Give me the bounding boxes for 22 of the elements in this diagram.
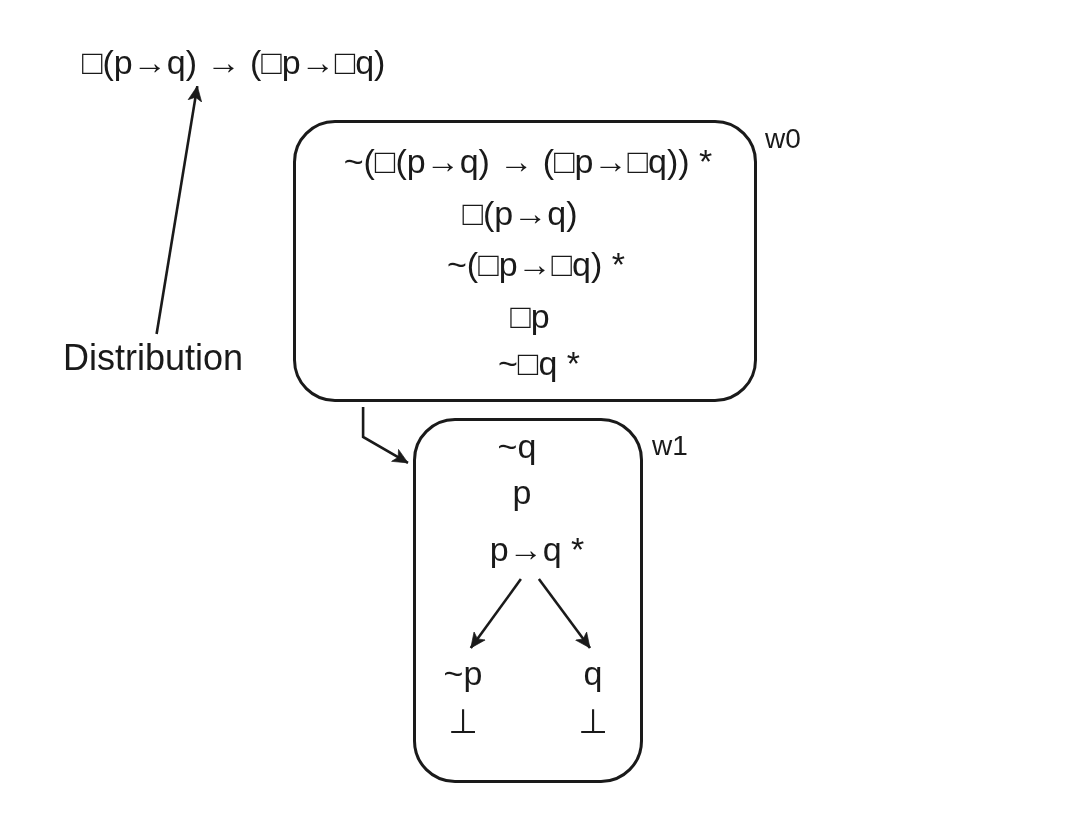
formula-line: ~q — [497, 427, 537, 467]
formula-line: p — [512, 473, 532, 513]
formula-line: □p — [510, 297, 550, 337]
world-box — [293, 120, 757, 402]
formula-line: ~□q * — [498, 344, 580, 384]
formula-line: ~(□p→□q) * — [446, 245, 626, 285]
rule-label: Distribution — [63, 337, 244, 379]
arrow — [469, 578, 522, 649]
contradiction-mark: ⊥ — [448, 702, 478, 742]
arrow — [155, 85, 202, 335]
contradiction-mark: ⊥ — [578, 702, 608, 742]
arrow — [537, 578, 592, 649]
formula-line: ~(□(p→q) → (□p→□q)) * — [343, 142, 713, 182]
formula-line: □(p→q) — [462, 194, 578, 234]
formula-text: ~p — [443, 654, 483, 694]
formula-text: □(p→q) → (□p→□q) — [82, 43, 386, 83]
world-box — [413, 418, 643, 783]
formula-text: p→q * — [489, 530, 585, 570]
world-label: w0 — [765, 123, 801, 156]
world-label: w1 — [652, 430, 688, 463]
formula-text: q — [583, 654, 603, 694]
arrow — [361, 407, 409, 465]
